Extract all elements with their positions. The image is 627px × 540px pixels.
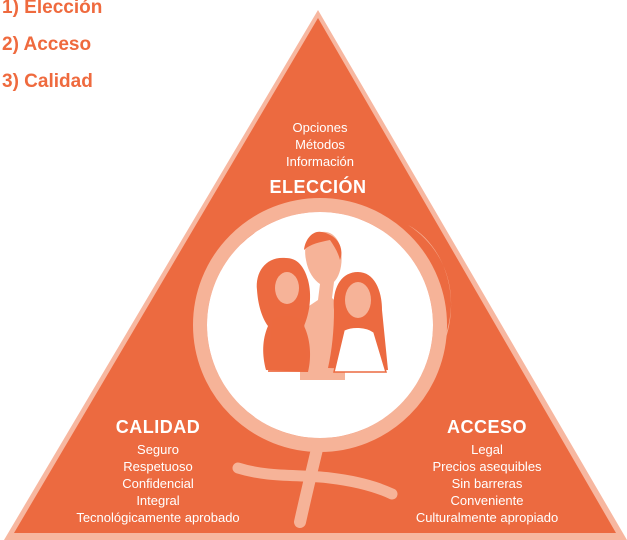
left-item-5: Tecnológicamente aprobado [76,510,239,525]
left-item-1: Seguro [137,442,179,457]
right-item-4: Conveniente [451,493,524,508]
right-item-1: Legal [471,442,503,457]
left-heading: CALIDAD [116,417,201,437]
top-heading: ELECCIÓN [269,176,366,197]
women-group-illustration [256,231,388,380]
top-item-2: Métodos [295,137,345,152]
list-of-pillars: 1) Elección 2) Acceso 3) Calidad [2,0,102,100]
list-item-eleccion: 1) Elección [2,0,103,18]
female-symbol-stem [294,439,324,528]
left-item-4: Integral [136,493,179,508]
top-item-3: Información [286,154,354,169]
list-item-acceso: 2) Acceso [2,34,92,55]
right-heading: ACCESO [447,417,527,437]
list-item-calidad: 3) Calidad [2,71,93,92]
left-item-3: Confidencial [122,476,194,491]
top-item-1: Opciones [293,120,348,135]
right-item-2: Precios asequibles [432,459,542,474]
female-symbol-cross [232,462,398,500]
right-item-5: Culturalmente apropiado [416,510,558,525]
left-item-2: Respetuoso [123,459,192,474]
right-item-3: Sin barreras [452,476,523,491]
